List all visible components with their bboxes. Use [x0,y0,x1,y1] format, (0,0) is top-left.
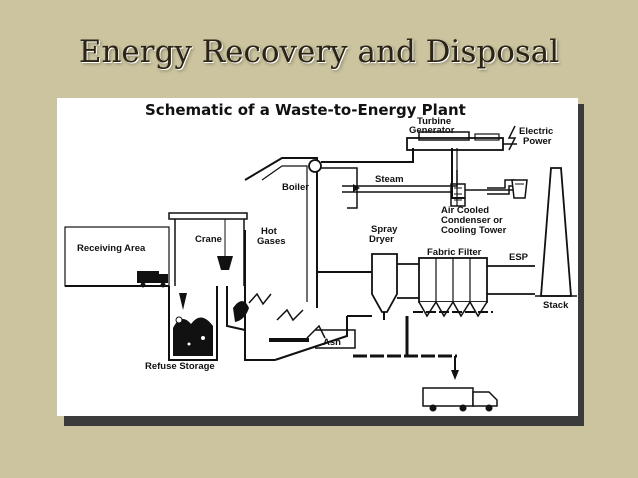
spray-dryer-label-2: Dryer [369,234,394,245]
crane-gantry [168,212,248,286]
receiving-area-box [64,226,170,287]
hot-gases-label-1: Hot [261,226,278,237]
diagram-frame: Schematic of a Waste-to-Energy Plant Rec… [57,98,578,416]
electric-power-icon [507,125,517,151]
steam-piping [308,148,515,209]
esp-duct [487,265,535,295]
receiving-area-label: Receiving Area [77,243,146,254]
refuse-storage-label: Refuse Storage [145,361,215,372]
air-cooled-label-3: Cooling Tower [441,225,507,236]
crane-grab-icon [179,219,233,310]
electric-label: Electric [519,126,553,137]
power-label: Power [523,136,552,147]
diagram-heading: Schematic of a Waste-to-Energy Plant [145,101,466,119]
air-cooled-label-1: Air Cooled [441,205,489,216]
ash-label: Ash [323,337,341,348]
turbine-generator [406,131,517,151]
ash-truck-icon [422,387,498,412]
steam-label: Steam [375,174,404,185]
fabric-filter [397,257,493,318]
esp-label: ESP [509,252,529,263]
stack-chimney [535,167,577,297]
refuse-truck-icon [137,271,168,288]
ash-conveyor [315,316,459,380]
refuse-pit [168,286,218,361]
hot-gases-label-2: Gases [257,236,286,247]
condenser [450,179,528,207]
flue-gas-duct [317,271,372,317]
waste-to-energy-schematic: Schematic of a Waste-to-Energy Plant Rec… [64,101,577,412]
fabric-filter-label: Fabric Filter [427,247,482,258]
turbine-label: Turbine [417,116,451,127]
stack-label: Stack [543,300,569,311]
spray-dryer-label-1: Spray [371,224,398,235]
crane-label: Crane [195,234,222,245]
generator-label: Generator [409,125,455,136]
boiler-label: Boiler [282,182,309,193]
slide-title: Energy Recovery and Disposal [78,34,560,70]
steam-arrow-icon [353,184,360,192]
air-cooled-label-2: Condenser or [441,215,503,226]
spray-dryer [371,253,398,320]
boiler-furnace [244,157,348,361]
